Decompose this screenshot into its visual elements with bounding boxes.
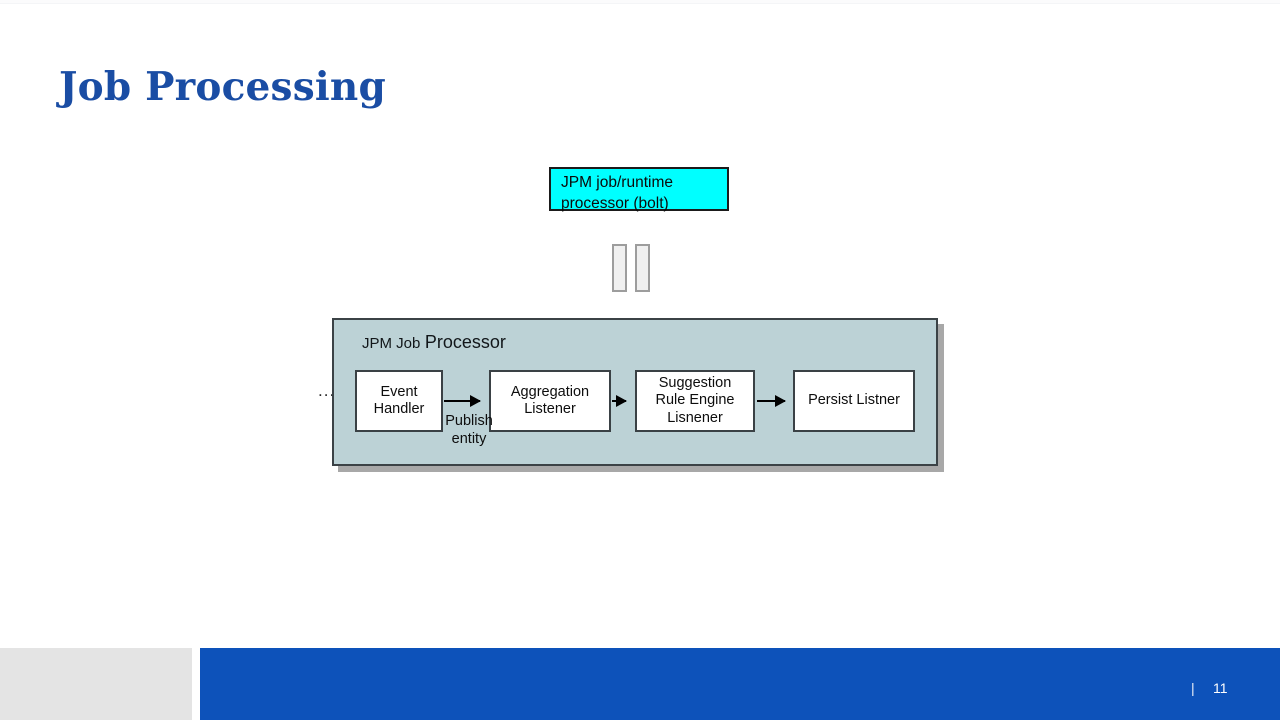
edge-label-publish-entity: Publish entity bbox=[443, 413, 495, 448]
panel-title-main: Processor bbox=[424, 332, 506, 352]
node-aggregation-listener-line2: Listener bbox=[524, 401, 576, 417]
node-event-handler: Event Handler bbox=[355, 370, 443, 432]
node-suggestion-rule-engine-line3: Lisnener bbox=[667, 409, 723, 426]
jpm-runtime-processor-box: JPM job/runtime processor (bolt) bbox=[549, 167, 729, 212]
panel-title-prefix: JPM Job bbox=[362, 335, 421, 352]
arrow-event-handler-to-aggregation bbox=[444, 395, 481, 407]
slide-top-border bbox=[0, 0, 1280, 4]
edge-label-publish-entity-line1: Publish bbox=[445, 413, 493, 429]
footer-logo-area: ebay™ bbox=[0, 648, 192, 720]
node-persist-listner: Persist Listner bbox=[793, 370, 915, 432]
node-suggestion-rule-engine-text: Suggestion Rule Engine Lisnener bbox=[656, 375, 735, 428]
footer-bar bbox=[200, 648, 1280, 720]
connector-bar-left bbox=[612, 244, 627, 292]
arrow-suggestion-to-persist bbox=[757, 395, 786, 407]
panel-title: JPM Job Processor bbox=[362, 332, 506, 353]
node-event-handler-line2: Handler bbox=[373, 401, 425, 417]
leading-ellipsis: ... bbox=[318, 381, 336, 400]
page-number: 11 bbox=[1213, 680, 1228, 696]
page-number-separator: | bbox=[1191, 680, 1195, 696]
node-aggregation-listener-text: Aggregation Listener bbox=[511, 384, 589, 419]
node-suggestion-rule-engine-line2: Rule Engine bbox=[655, 392, 735, 409]
node-persist-listner-line1: Persist Listner bbox=[808, 392, 900, 409]
node-suggestion-rule-engine: Suggestion Rule Engine Lisnener bbox=[635, 370, 755, 432]
node-suggestion-rule-engine-line1: Suggestion bbox=[658, 374, 732, 391]
connector-bar-right bbox=[635, 244, 650, 292]
node-event-handler-line1: Event bbox=[380, 383, 418, 400]
arrow-aggregation-to-suggestion bbox=[612, 395, 627, 407]
node-aggregation-listener-line1: Aggregation bbox=[510, 383, 590, 400]
jpm-runtime-processor-label-line1: JPM job/runtime bbox=[561, 174, 673, 191]
jpm-runtime-processor-label-line2: processor (bolt) bbox=[561, 195, 669, 212]
node-aggregation-listener: Aggregation Listener bbox=[489, 370, 611, 432]
page-title: Job Processing bbox=[59, 64, 386, 110]
double-bar-connector-icon bbox=[612, 244, 656, 292]
node-persist-listner-text: Persist Listner bbox=[808, 392, 900, 410]
node-event-handler-text: Event Handler bbox=[374, 384, 425, 419]
edge-label-publish-entity-line2: entity bbox=[451, 430, 487, 447]
